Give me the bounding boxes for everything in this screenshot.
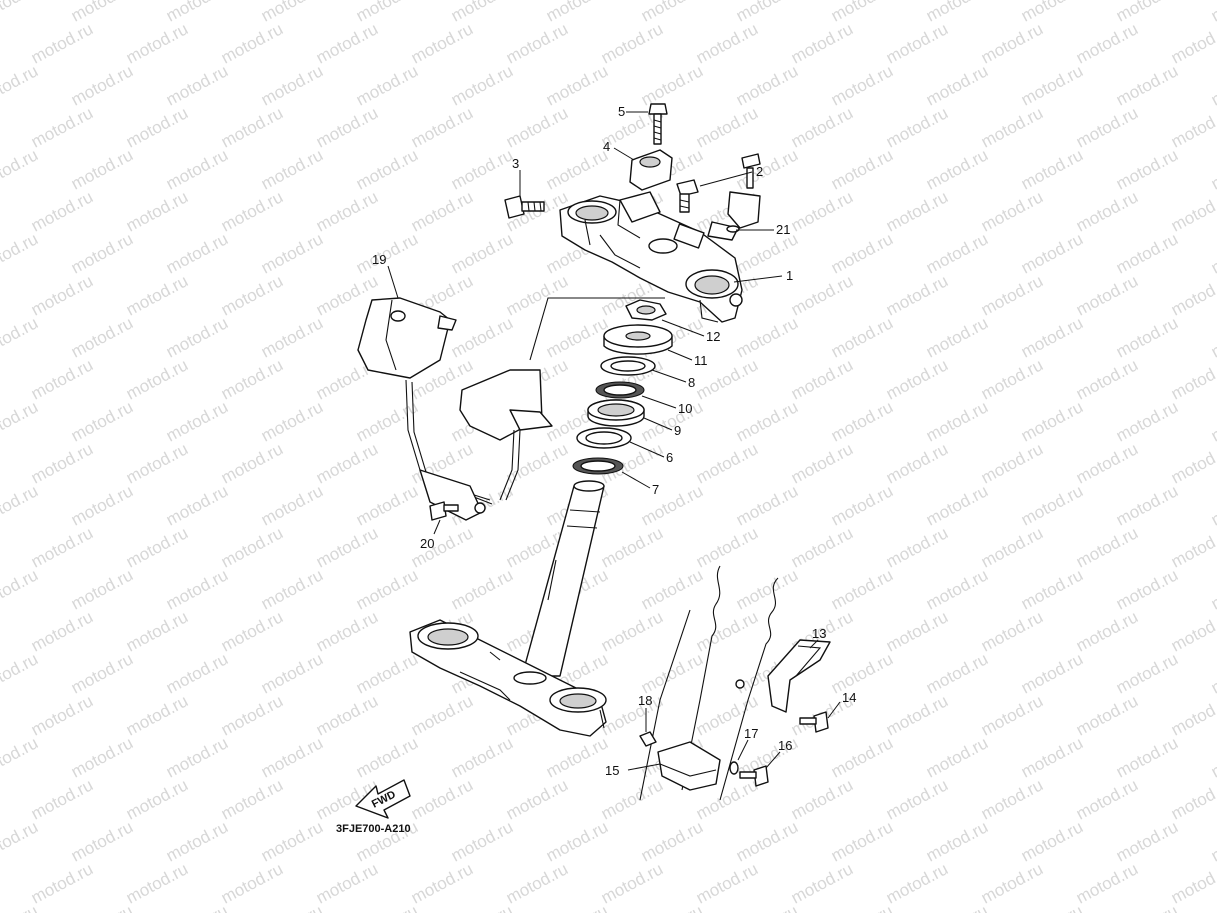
washer-11 bbox=[603, 324, 673, 355]
bolt-5 bbox=[648, 103, 668, 145]
diagram-code: 3FJE700-A210 bbox=[336, 823, 411, 835]
callout-3: 3 bbox=[512, 156, 519, 171]
bearing-7 bbox=[572, 457, 624, 475]
callout-19: 19 bbox=[372, 252, 386, 267]
headlight-stay bbox=[357, 297, 553, 521]
callout-8: 8 bbox=[688, 375, 695, 390]
bolt-2 bbox=[676, 179, 699, 213]
bracket-link-line bbox=[529, 297, 665, 361]
callout-numbers: 5 4 3 2 21 1 12 11 8 10 9 6 7 19 20 13 1… bbox=[372, 104, 856, 778]
callout-11: 11 bbox=[694, 353, 708, 368]
callout-2: 2 bbox=[756, 164, 763, 179]
nut-12 bbox=[625, 299, 667, 321]
bolt-3 bbox=[504, 195, 545, 219]
bolt-14 bbox=[799, 711, 829, 733]
callout-18: 18 bbox=[638, 693, 652, 708]
bracket-13 bbox=[735, 639, 831, 713]
fwd-arrow: FWD bbox=[355, 779, 411, 819]
callout-7: 7 bbox=[652, 482, 659, 497]
race-6 bbox=[576, 427, 632, 449]
callout-15: 15 bbox=[605, 763, 619, 778]
bracket-21 bbox=[707, 153, 761, 241]
callout-21: 21 bbox=[776, 222, 790, 237]
callout-20: 20 bbox=[420, 536, 434, 551]
upper-bracket bbox=[559, 195, 743, 323]
bearing-10 bbox=[595, 381, 645, 399]
callout-13: 13 bbox=[812, 626, 826, 641]
handlebar-holder bbox=[619, 149, 673, 223]
callout-1: 1 bbox=[786, 268, 793, 283]
callout-4: 4 bbox=[603, 139, 610, 154]
steering-stem bbox=[521, 480, 605, 677]
washer-17 bbox=[729, 761, 739, 775]
callout-16: 16 bbox=[778, 738, 792, 753]
bolt-20 bbox=[429, 501, 459, 521]
callout-12: 12 bbox=[706, 329, 720, 344]
callout-6: 6 bbox=[666, 450, 673, 465]
race-9 bbox=[587, 399, 645, 427]
leader-lines bbox=[387, 111, 841, 771]
callout-17: 17 bbox=[744, 726, 758, 741]
callout-14: 14 bbox=[842, 690, 856, 705]
cover-15 bbox=[657, 741, 721, 791]
nut-8 bbox=[600, 356, 656, 376]
under-bracket bbox=[409, 619, 607, 737]
callout-10: 10 bbox=[678, 401, 692, 416]
callout-9: 9 bbox=[674, 423, 681, 438]
watermark-text: motod.ru bbox=[0, 901, 41, 913]
nut-18 bbox=[639, 731, 657, 747]
watermark-text: motod.ru bbox=[1208, 0, 1217, 26]
callout-5: 5 bbox=[618, 104, 625, 119]
bolt-16 bbox=[739, 765, 769, 787]
